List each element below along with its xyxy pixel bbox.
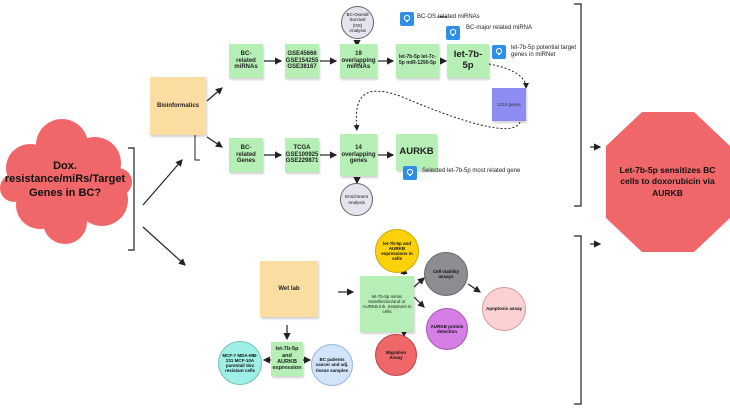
mirna-candidates-note: let-7b-5p let-7c-5p miR-1290-5p xyxy=(396,44,439,78)
question-cloud xyxy=(0,119,132,244)
target-genes-note: 1215 genes xyxy=(492,88,526,121)
treatment-note: let-7b-5p mimic transfection/and or AURK… xyxy=(360,276,414,332)
wet-lab-note: Wet lab xyxy=(260,261,318,317)
gene-overlap-note: 14 overlapping genes xyxy=(340,134,377,176)
question-text: Dox. resistance/miRs/Target Genes in BC? xyxy=(4,160,126,199)
expression-note: let-7b-5p and AURKB expression xyxy=(271,342,303,376)
most-related-note: Selected let-7b-5p most related gene xyxy=(422,168,521,174)
selected-gene-note: AURKB xyxy=(396,134,437,170)
major-related-note: BC-major related miRNA xyxy=(466,25,533,31)
target-genes-caption: let-7b-5p potential target genes in miRN… xyxy=(511,45,577,59)
patient-samples-circle: BC patients cancer and adj. tissue sampl… xyxy=(311,344,353,386)
bulb-icon xyxy=(403,166,417,180)
mirna-overlap-note: 19 overlapping miRNAs xyxy=(340,44,377,78)
apoptosis-circle: Apoptosis assay xyxy=(482,287,526,331)
right-bracket-bottom xyxy=(574,235,582,405)
bulb-icon xyxy=(446,26,460,40)
cell-lines-circle: MCF-7 MDA-MB-231 MCF-10A parental/ dox r… xyxy=(218,341,262,385)
gene-source-note: BC-related Genes xyxy=(229,138,263,172)
viability-circle: Cell viability assays xyxy=(424,252,468,296)
protein-circle: AURKB protein detection xyxy=(426,308,468,350)
right-bracket-top xyxy=(574,3,582,207)
mirna-source-note: BC-related miRNAs xyxy=(229,44,263,78)
connector-arrows xyxy=(142,40,602,364)
left-bracket xyxy=(128,147,135,251)
selected-mirna-note: let-7b-5p xyxy=(447,44,489,78)
expression-assay-circle: let-7b-5p and AURKB expressions in cells xyxy=(375,229,419,273)
migration-circle: Migration Assay xyxy=(375,334,417,376)
mirna-datasets-note: GSE45666 GSE154255 GSE38167 xyxy=(285,44,319,78)
bulb-icon xyxy=(492,45,506,59)
enrichment-circle: Enrichment Analysis xyxy=(340,183,373,216)
dashed-arrows xyxy=(353,63,529,131)
conclusion-text: Let-7b-5p sensitizes BC cells to doxorub… xyxy=(619,164,716,198)
os-analysis-circle: BC-Overall Survival (OS) Analysis xyxy=(341,6,374,39)
bulb-icon xyxy=(400,12,414,26)
gene-datasets-note: TCGA GSE100925 GSE229871 xyxy=(285,138,319,172)
conclusion-octagon xyxy=(606,112,730,252)
bioinformatics-note: Bioinformatics xyxy=(150,77,206,135)
os-related-note: BC-OS related miRNAs xyxy=(417,14,480,20)
